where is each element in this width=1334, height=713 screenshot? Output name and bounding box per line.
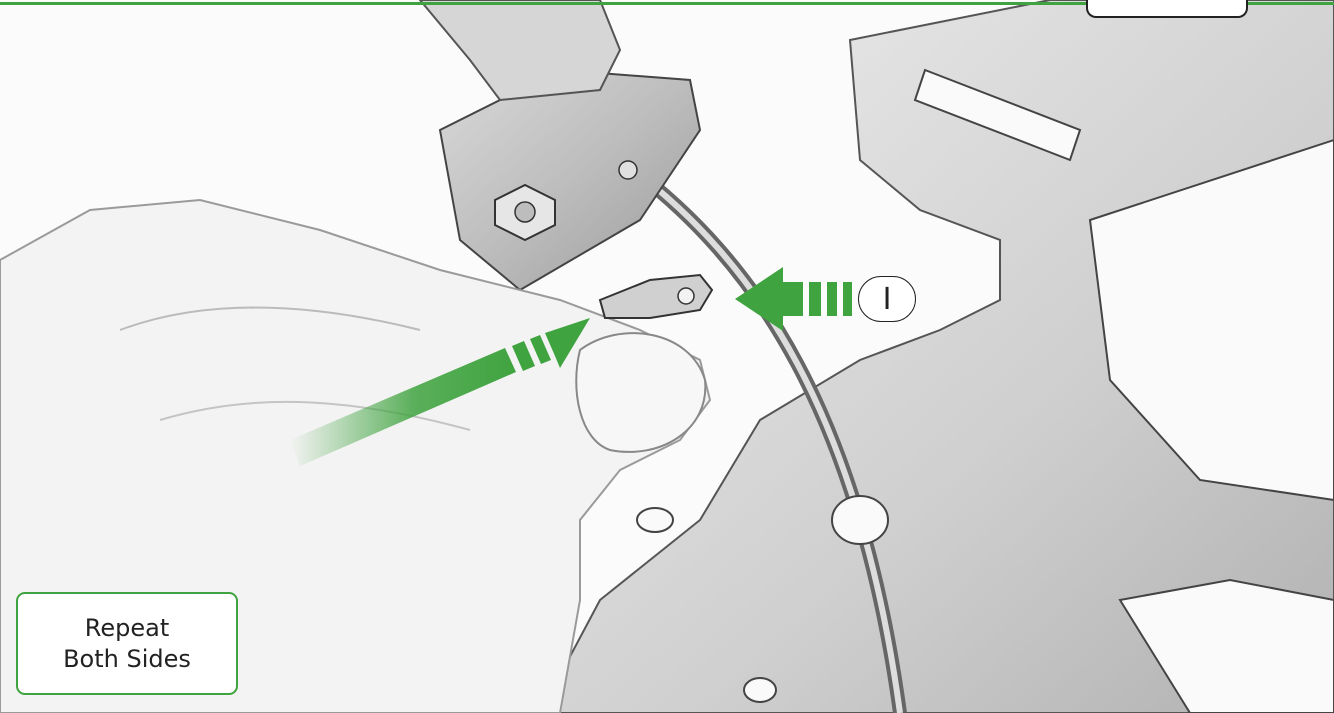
arm-block [440, 70, 700, 290]
thumb [576, 333, 705, 452]
step-badge-label: I [883, 282, 892, 317]
plate-hole [637, 508, 673, 532]
step-badge: I [858, 276, 916, 322]
plate-hole [744, 678, 776, 702]
plate-hole [832, 496, 888, 544]
arrow-left-icon [735, 267, 852, 331]
tab-part [600, 275, 712, 318]
step-tab [1086, 0, 1248, 18]
repeat-callout: Repeat Both Sides [16, 592, 238, 695]
callout-line-2: Both Sides [63, 644, 191, 675]
callout-line-1: Repeat [85, 613, 169, 644]
arm-shaft [420, 0, 620, 100]
